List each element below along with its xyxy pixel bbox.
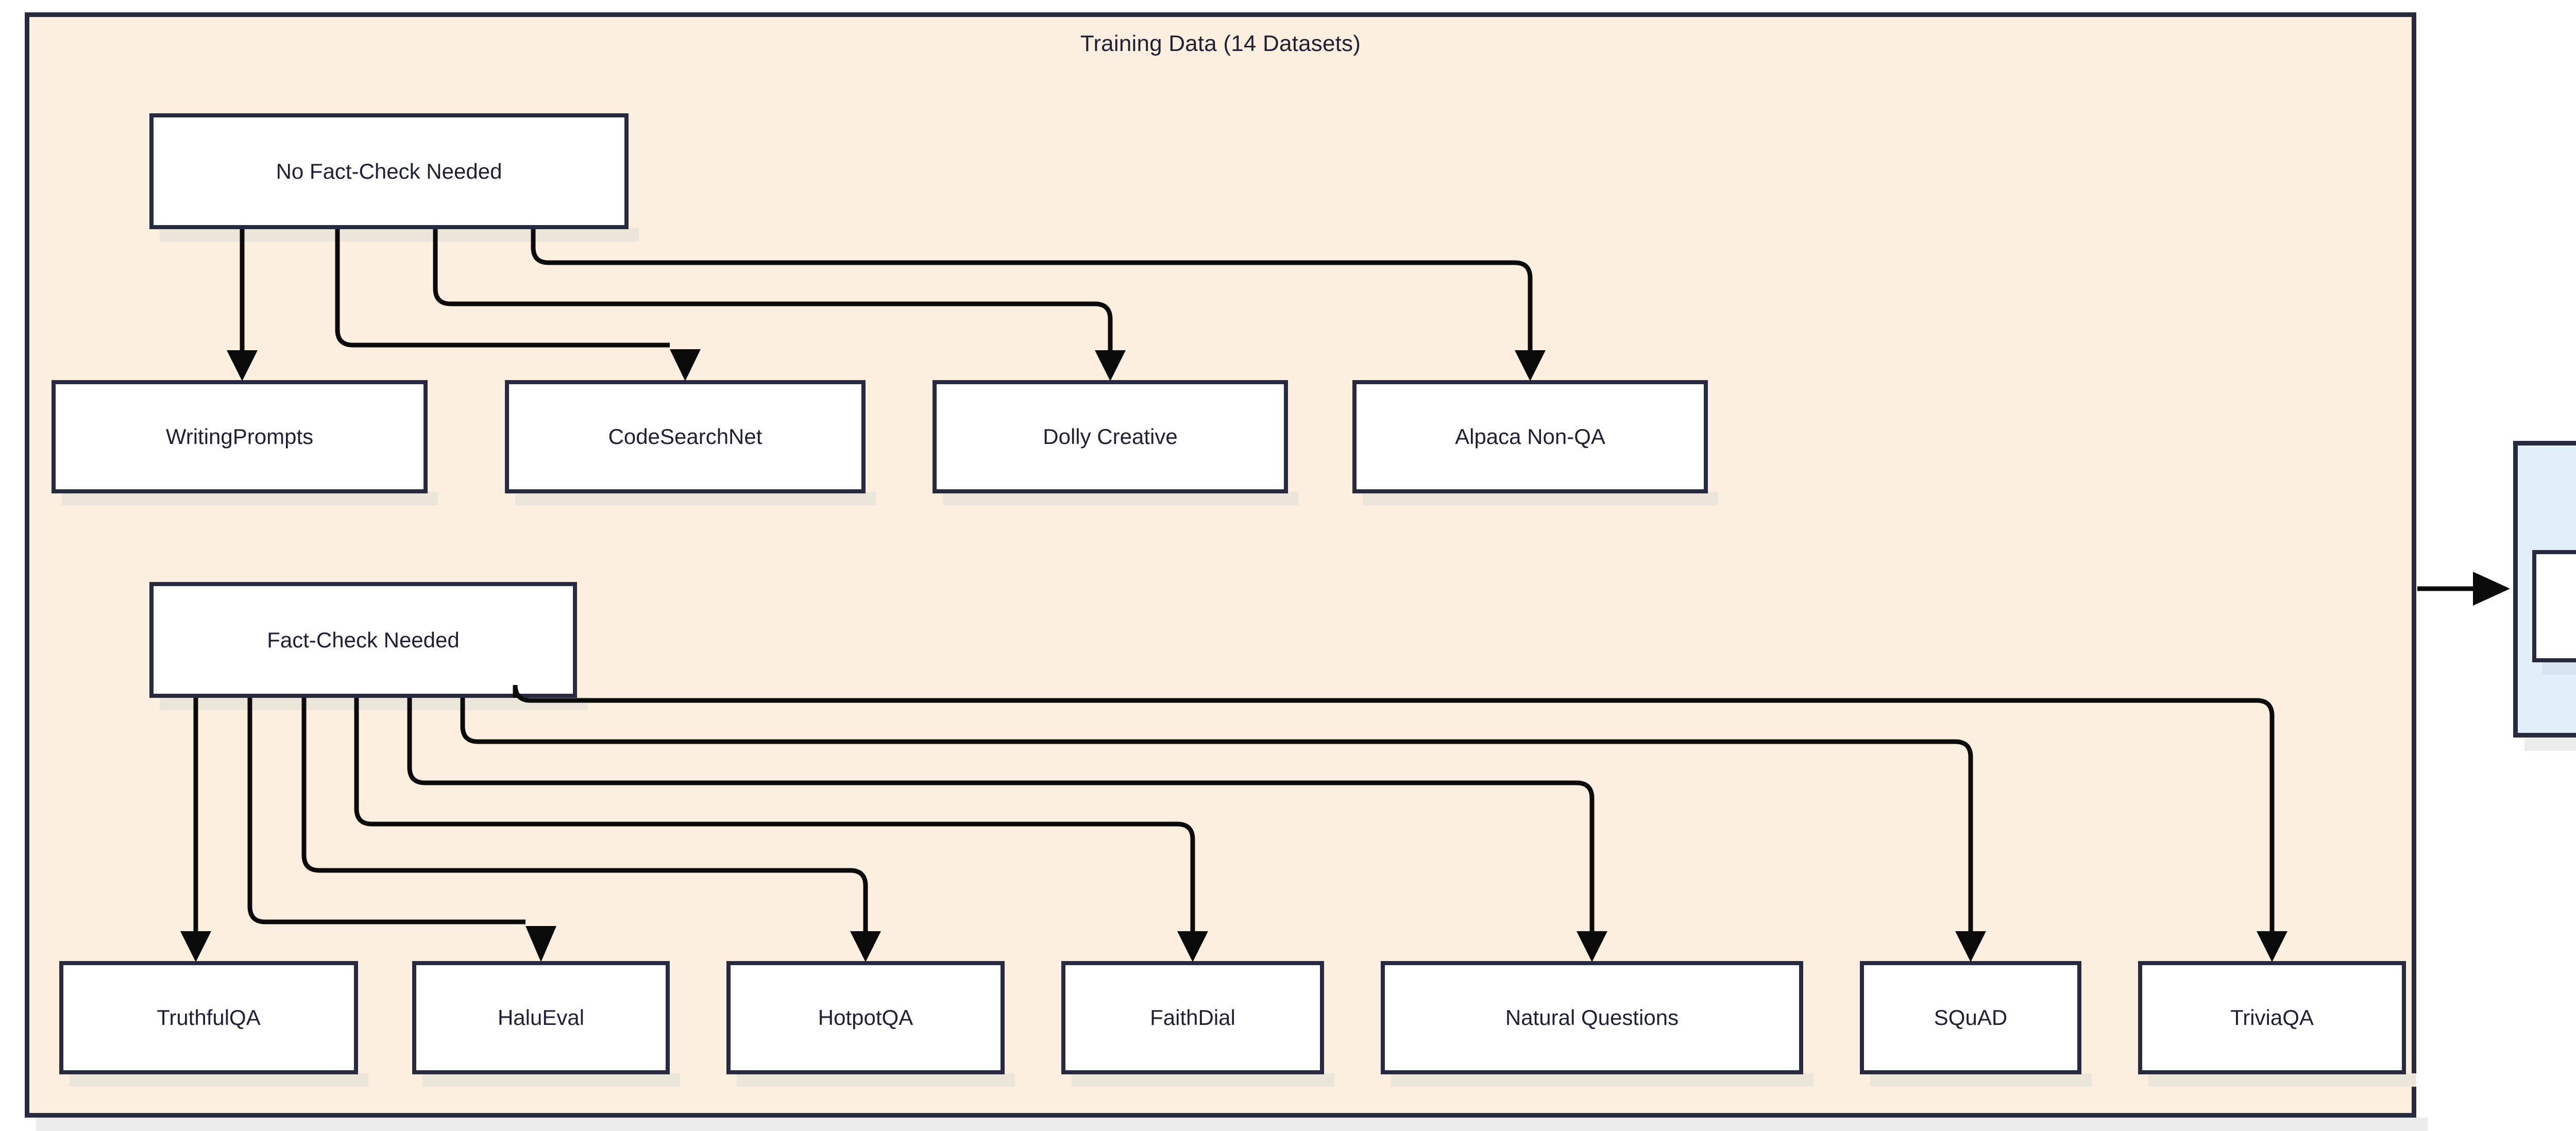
node-shadow bbox=[515, 492, 876, 505]
node-shadow bbox=[160, 228, 639, 242]
node-shadow bbox=[422, 1073, 680, 1087]
node-shadow bbox=[943, 492, 1298, 505]
training-data-title: Training Data (14 Datasets) bbox=[1080, 31, 1361, 56]
node-label: Alpaca Non-QA bbox=[1455, 424, 1605, 449]
node-modernbert-base[interactable]: ModernBERT Base bbox=[2532, 550, 2576, 662]
node-dolly-creative[interactable]: Dolly Creative bbox=[933, 380, 1288, 493]
node-triviaqa[interactable]: TriviaQA bbox=[2138, 961, 2406, 1074]
node-natural-questions[interactable]: Natural Questions bbox=[1381, 961, 1803, 1074]
edge-training-to-sentinel bbox=[2417, 572, 2510, 606]
node-shadow bbox=[70, 1073, 368, 1087]
node-codesearchnet[interactable]: CodeSearchNet bbox=[505, 380, 866, 493]
node-label: No Fact-Check Needed bbox=[276, 159, 502, 183]
node-shadow bbox=[1391, 1073, 1814, 1087]
node-shadow bbox=[737, 1073, 1015, 1087]
node-truthfulqa[interactable]: TruthfulQA bbox=[59, 961, 358, 1074]
node-label: Fact-Check Needed bbox=[267, 627, 460, 652]
node-halueval[interactable]: HaluEval bbox=[412, 961, 670, 1074]
node-label: HotpotQA bbox=[818, 1005, 913, 1030]
node-label: TruthfulQA bbox=[157, 1005, 261, 1030]
node-shadow bbox=[1870, 1073, 2092, 1087]
node-squad[interactable]: SQuAD bbox=[1860, 961, 2081, 1074]
training-panel-shadow bbox=[36, 1118, 2428, 1131]
node-shadow bbox=[1363, 492, 1718, 505]
node-label: FaithDial bbox=[1150, 1005, 1235, 1030]
node-label: HaluEval bbox=[497, 1005, 585, 1030]
node-label: SQuAD bbox=[1934, 1005, 2008, 1030]
node-shadow bbox=[160, 697, 587, 710]
sentinel-panel-shadow bbox=[2524, 738, 2576, 751]
node-shadow bbox=[2543, 661, 2576, 675]
node-label: CodeSearchNet bbox=[608, 424, 762, 449]
node-shadow bbox=[2148, 1073, 2416, 1087]
node-writingprompts[interactable]: WritingPrompts bbox=[52, 380, 428, 493]
node-fact-check-needed[interactable]: Fact-Check Needed bbox=[149, 582, 577, 698]
node-label: Dolly Creative bbox=[1043, 424, 1178, 449]
node-shadow bbox=[1072, 1073, 1334, 1087]
node-hotpotqa[interactable]: HotpotQA bbox=[726, 961, 1005, 1074]
node-no-fact-check-needed[interactable]: No Fact-Check Needed bbox=[149, 113, 629, 229]
node-faithdial[interactable]: FaithDial bbox=[1061, 961, 1324, 1074]
node-alpaca-non-qa[interactable]: Alpaca Non-QA bbox=[1352, 380, 1708, 493]
halugate-sentinel-title: HaluGate Sentinel bbox=[2518, 460, 2576, 483]
node-label: TriviaQA bbox=[2230, 1005, 2314, 1030]
node-label: WritingPrompts bbox=[165, 424, 314, 449]
node-shadow bbox=[62, 492, 438, 505]
node-label: Natural Questions bbox=[1505, 1005, 1679, 1030]
